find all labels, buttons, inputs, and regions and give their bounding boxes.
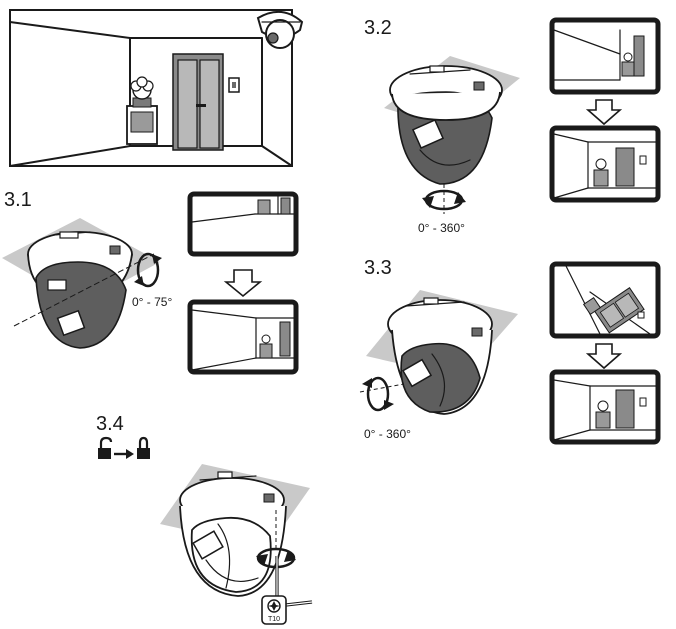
step-3-1-label: 3.1 [4,189,32,211]
rotate-arrow-icon [359,376,405,412]
camera-lock [179,471,287,597]
view-frame-after-rotate [549,369,661,445]
camera-rotate [387,297,493,415]
step-3-1: 3.1 0° - 75° [2,189,299,375]
step-3-4-label: 3.4 [96,413,124,435]
door [172,53,224,151]
view-frame-before-tilt [187,191,299,257]
step-3-2-angle: 0° - 360° [418,221,465,235]
arrow-right-icon [114,449,134,459]
pan-rotation-arrow-icon [422,184,466,214]
camera-tilt [27,231,133,349]
plant-cabinet [126,76,158,145]
step-3-4: 3.4 [96,413,313,625]
camera-pan [389,65,503,185]
view-frame-before-pan [549,17,661,95]
view-frame-after-tilt [187,299,299,375]
padlock-open-icon [98,436,113,459]
arrow-down-icon [585,99,623,126]
torx-bit-icon: T10 [261,595,287,625]
step-3-3-label: 3.3 [364,257,392,279]
arrow-down-icon [585,343,623,370]
view-frame-before-rotate [549,261,661,339]
step-3-2: 3.2 0° - 360° [364,17,661,235]
tool-label: T10 [268,616,280,623]
padlock-closed-icon [137,436,150,459]
step-3-1-angle: 0° - 75° [132,295,172,309]
view-frame-after-pan [549,125,661,203]
ceiling-camera-icon [256,11,304,49]
room-scene [9,9,304,167]
arrow-down-icon [223,269,263,298]
step-3-2-label: 3.2 [364,17,392,39]
step-3-3: 3.3 0° - 360° [359,257,661,445]
step-3-3-angle: 0° - 360° [364,427,411,441]
tilt-rotation-arrow-icon [134,252,162,288]
